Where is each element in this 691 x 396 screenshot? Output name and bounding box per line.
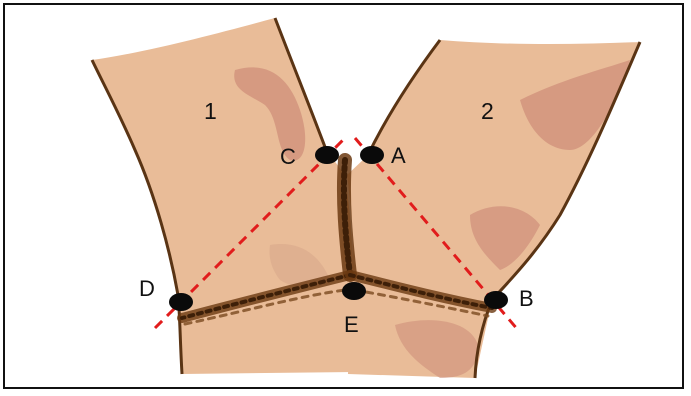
- point-e-dot: [342, 282, 366, 300]
- region-1-label: 1: [204, 98, 217, 124]
- point-c-label: C: [280, 144, 296, 169]
- point-b-label: B: [519, 286, 534, 311]
- point-d-label: D: [139, 276, 155, 301]
- point-e-label: E: [344, 312, 359, 337]
- left-limb: [92, 18, 355, 374]
- point-d-dot: [169, 293, 193, 311]
- point-c-dot: [315, 146, 339, 164]
- point-a-label: A: [391, 143, 406, 168]
- point-a-dot: [360, 146, 384, 164]
- point-b-dot: [484, 291, 508, 309]
- region-2-label: 2: [481, 98, 494, 124]
